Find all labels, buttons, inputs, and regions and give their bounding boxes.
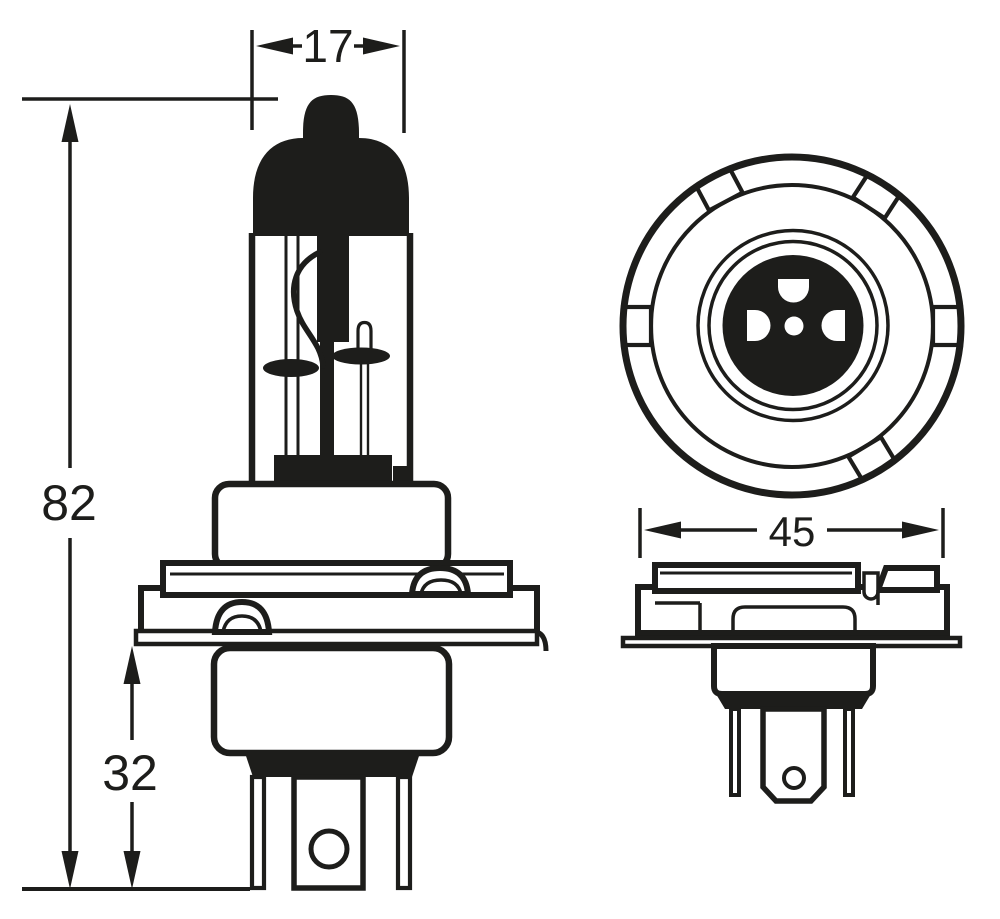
bulb-dome-cap [253, 95, 409, 236]
outer-rim [619, 153, 965, 499]
side-base-body [711, 643, 876, 697]
terminal-right [821, 310, 845, 341]
dim-label-17: 17 [302, 20, 353, 72]
dim-label-82: 82 [41, 475, 97, 531]
dimension-tip-width: 17 [250, 20, 406, 133]
mounting-flange [133, 560, 549, 652]
rim-tab [930, 304, 964, 348]
support-hook [356, 320, 373, 352]
terminal-pins [249, 774, 413, 891]
glass-envelope [248, 233, 414, 486]
side-pin-left [729, 707, 741, 797]
rear-view [619, 153, 965, 499]
filament-shield-right [332, 347, 390, 365]
center-pip [784, 316, 804, 336]
pin-hole [308, 828, 350, 870]
base-collar [211, 480, 452, 572]
bulb-internals [263, 230, 413, 485]
side-terminal-pins [729, 706, 855, 804]
contact-terminals [747, 279, 845, 341]
indexing-lug-left [211, 598, 273, 635]
side-pin-center [760, 706, 827, 804]
filament-shield-left [263, 359, 319, 377]
rim-tab [620, 304, 654, 348]
side-flange [620, 562, 963, 649]
dimension-base-length: 32 [102, 646, 158, 889]
indexing-lug-right [408, 564, 472, 597]
dimension-flange-diameter: 45 [638, 508, 945, 558]
pin-right [395, 774, 413, 891]
dim-label-32: 32 [102, 745, 158, 801]
side-view [620, 562, 963, 804]
dim-label-45: 45 [769, 508, 816, 555]
side-pin-hole [782, 766, 806, 790]
base-skirt [245, 753, 420, 777]
rim-tabs [620, 165, 964, 484]
terminal-left [747, 310, 771, 341]
filament-wire [291, 249, 326, 369]
dimension-overall-length: 82 [22, 97, 278, 891]
side-base-skirt [716, 694, 871, 709]
center-electrode [317, 230, 349, 342]
terminal-top [778, 279, 809, 303]
side-pin-right [843, 707, 855, 797]
side-lug [862, 571, 880, 601]
pinch-seal [274, 455, 392, 485]
base-body [210, 644, 453, 757]
front-view [133, 95, 549, 891]
pin-left [249, 774, 267, 891]
